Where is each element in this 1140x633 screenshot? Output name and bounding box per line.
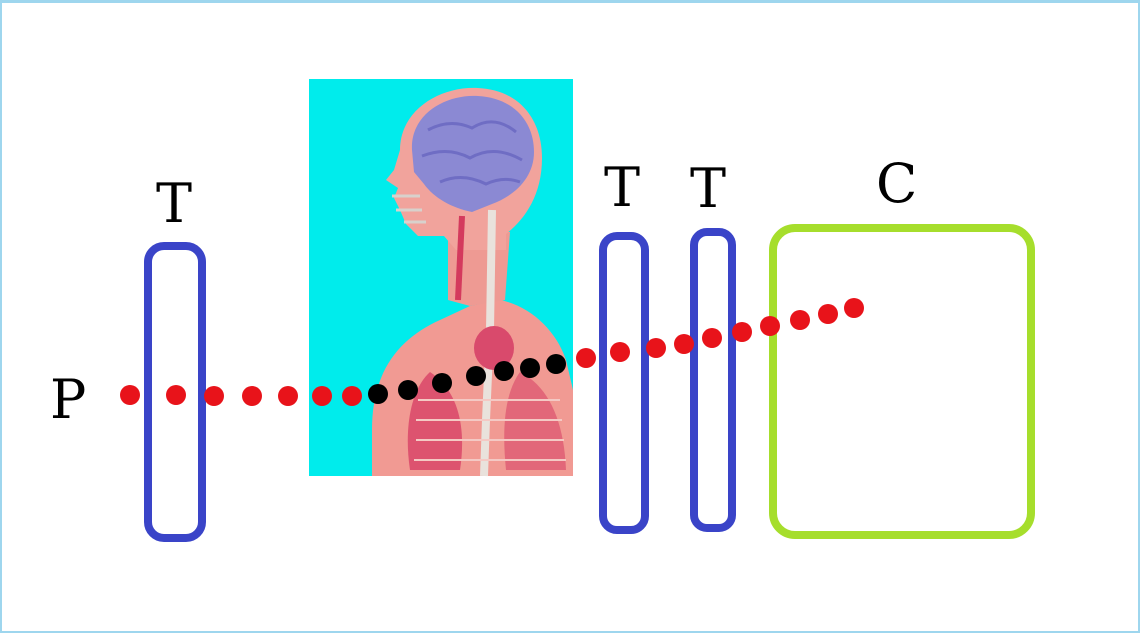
tube-3-outline: [694, 232, 732, 528]
beam-dot: [760, 316, 780, 336]
beam-dot: [342, 386, 362, 406]
beam-dot: [732, 322, 752, 342]
beam-dot: [312, 386, 332, 406]
beam-dot-inside-body: [466, 366, 486, 386]
beam-dot-inside-body: [432, 373, 452, 393]
beam-dot: [576, 348, 596, 368]
label-collector: C: [876, 152, 917, 215]
collector-outline: [773, 228, 1031, 535]
label-tube-1: T: [156, 172, 192, 235]
beam-dot-inside-body: [398, 380, 418, 400]
beam-dot-inside-body: [520, 358, 540, 378]
beam-dot: [242, 386, 262, 406]
beam-dot-inside-body: [368, 384, 388, 404]
beam-dot: [166, 385, 186, 405]
beam-dot-inside-body: [546, 354, 566, 374]
label-tube-3: T: [690, 157, 726, 220]
beam-dot: [646, 338, 666, 358]
beam-dot: [278, 386, 298, 406]
tube-2-outline: [603, 236, 645, 530]
beam-dot: [204, 386, 224, 406]
body-illustration: [309, 79, 573, 476]
label-source: P: [50, 368, 86, 431]
beam-dot: [818, 304, 838, 324]
beam-dot: [790, 310, 810, 330]
label-tube-2: T: [604, 156, 640, 219]
beam-dot-inside-body: [494, 361, 514, 381]
beam-dot: [610, 342, 630, 362]
beam-dot: [674, 334, 694, 354]
beam-dot: [702, 328, 722, 348]
beam-dot: [844, 298, 864, 318]
beam-dot: [120, 385, 140, 405]
